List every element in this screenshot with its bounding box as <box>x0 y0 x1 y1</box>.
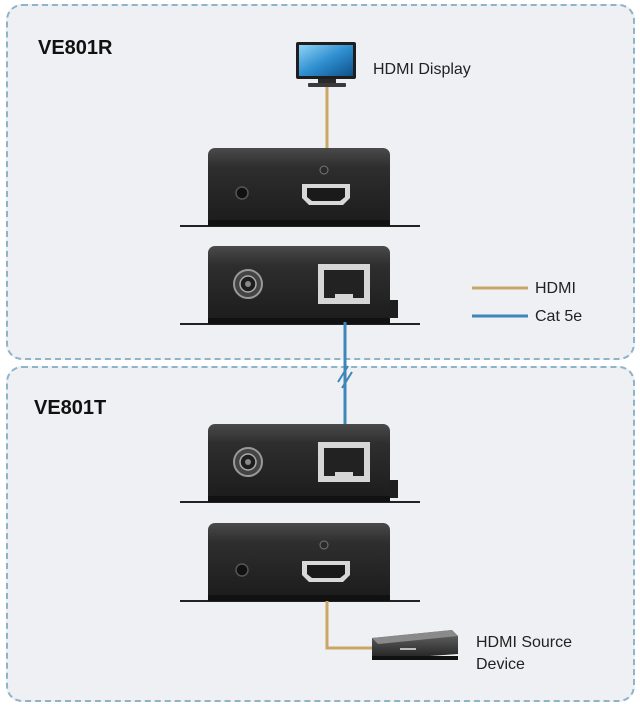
receiver-hdmi-unit <box>180 148 420 227</box>
media-player-icon <box>372 630 458 660</box>
legend-hdmi-label: HDMI <box>535 280 576 297</box>
transmitter-rj45-unit <box>180 424 420 503</box>
monitor-icon <box>296 42 356 87</box>
source-label-line1: HDMI Source <box>476 634 573 651</box>
receiver-title: VE801R <box>38 37 113 59</box>
transmitter-hdmi-unit <box>180 523 420 602</box>
legend-cat5e-label: Cat 5e <box>535 308 583 325</box>
source-label-line2: Device <box>476 656 525 673</box>
display-label: HDMI Display <box>373 61 471 78</box>
transmitter-title: VE801T <box>34 397 107 419</box>
cable-break-mark-1 <box>337 365 349 383</box>
hdmi-cable-source <box>325 601 372 650</box>
cable-break-mark-2 <box>341 371 353 389</box>
receiver-rj45-unit <box>180 246 420 325</box>
